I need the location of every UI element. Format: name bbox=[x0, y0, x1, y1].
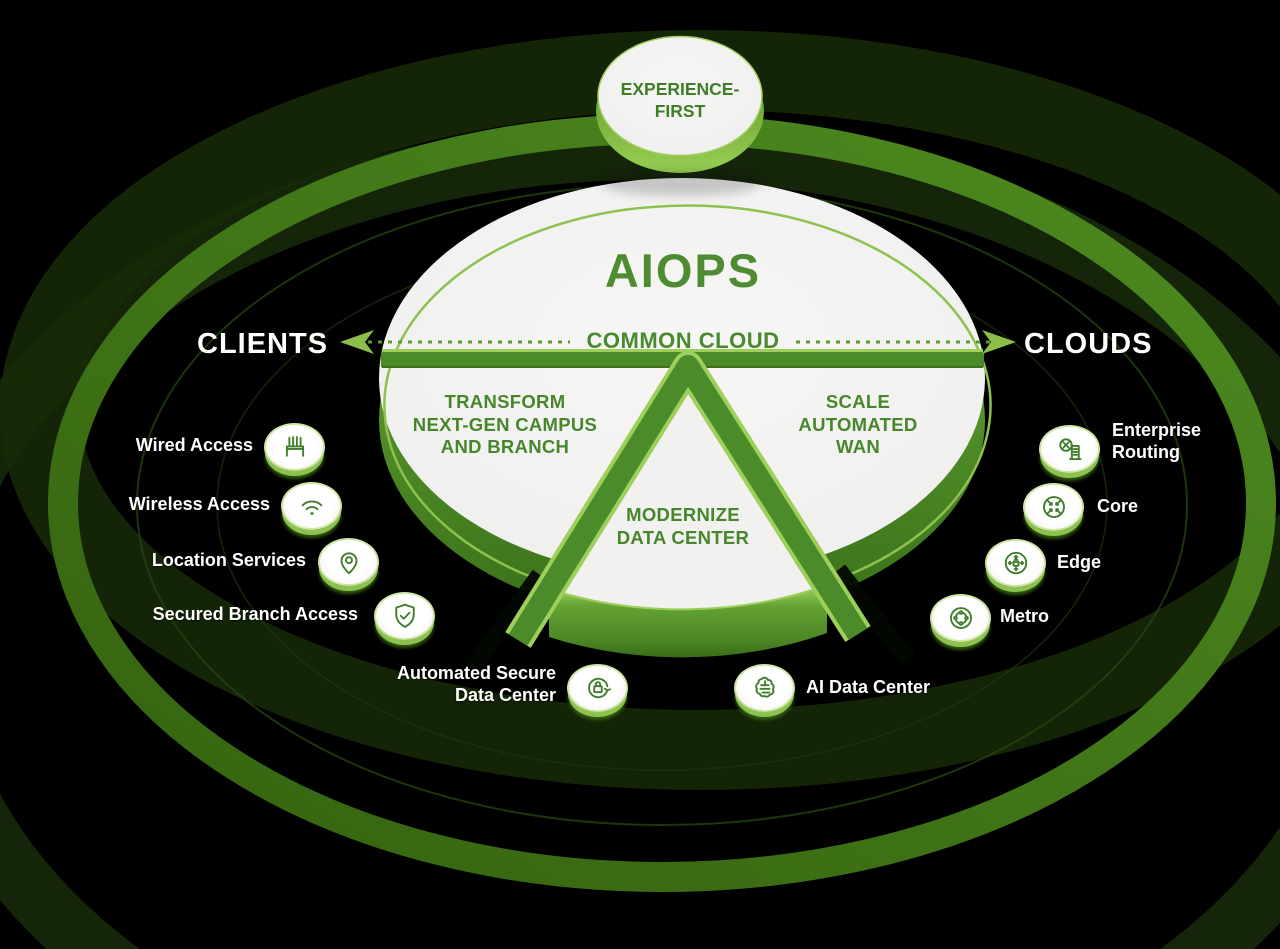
experience-first-label: EXPERIENCE- FIRST bbox=[620, 79, 740, 121]
wireless-access-icon bbox=[301, 500, 322, 515]
segment-campus-label: TRANSFORM NEXT-GEN CAMPUS AND BRANCH bbox=[412, 391, 598, 458]
segment-gaps bbox=[464, 564, 916, 674]
cloud-label-ai-data-center: AI Data Center bbox=[806, 677, 931, 697]
metro-puck bbox=[930, 594, 991, 642]
segment-datacenter-label: MODERNIZE DATA CENTER bbox=[616, 504, 750, 548]
arrow-right-icon bbox=[982, 330, 1016, 354]
shield-check-icon bbox=[394, 603, 415, 628]
axis-arrows bbox=[340, 330, 1016, 354]
client-label-location-services: Location Services bbox=[151, 550, 306, 570]
enterprise-routing-icon bbox=[1058, 438, 1082, 460]
client-label-automated-secure-dc: Automated Secure Data Center bbox=[396, 663, 556, 705]
clients-heading: CLIENTS bbox=[197, 328, 329, 360]
hub-title: AIOPS bbox=[604, 244, 762, 297]
common-cloud-label: COMMON CLOUD bbox=[586, 328, 780, 353]
core-network-icon bbox=[1042, 496, 1065, 518]
aiops-disc bbox=[379, 170, 992, 674]
enterprise-routing-puck bbox=[1039, 425, 1100, 473]
automated-secure-dc-puck bbox=[567, 664, 628, 712]
cloud-label-metro: Metro bbox=[1000, 606, 1049, 626]
client-label-wireless-access: Wireless Access bbox=[128, 494, 270, 514]
client-label-secured-branch: Secured Branch Access bbox=[152, 604, 358, 624]
datacenter-wedge bbox=[547, 390, 829, 658]
lock-automation-icon bbox=[587, 677, 611, 699]
puck-shadow bbox=[601, 170, 761, 196]
client-label-wired-access: Wired Access bbox=[135, 435, 253, 455]
metro-ring-icon bbox=[949, 607, 972, 629]
disc-edge-highlight bbox=[383, 204, 992, 580]
chevron-divider bbox=[505, 351, 871, 648]
ai-data-center-puck bbox=[734, 664, 795, 712]
segment-wan-label: SCALE AUTOMATED WAN bbox=[798, 391, 918, 458]
clouds-heading: CLOUDS bbox=[1024, 328, 1153, 360]
edge-puck bbox=[985, 539, 1046, 587]
arrow-left-icon bbox=[340, 330, 374, 354]
cloud-label-edge: Edge bbox=[1057, 552, 1102, 572]
cloud-label-core: Core bbox=[1097, 496, 1139, 516]
experience-first-puck bbox=[596, 35, 764, 173]
location-services-icon bbox=[340, 552, 357, 575]
location-services-puck bbox=[318, 538, 379, 586]
wireless-access-puck bbox=[281, 482, 342, 530]
wired-access-puck bbox=[264, 423, 325, 471]
cloud-label-enterprise-routing: Enterprise Routing bbox=[1112, 420, 1202, 462]
secured-branch-puck bbox=[374, 592, 435, 640]
core-puck bbox=[1023, 483, 1084, 531]
wired-access-icon bbox=[285, 436, 304, 457]
edge-security-icon bbox=[1004, 551, 1027, 575]
ai-brain-icon bbox=[754, 676, 775, 698]
wedge-face bbox=[547, 390, 829, 611]
